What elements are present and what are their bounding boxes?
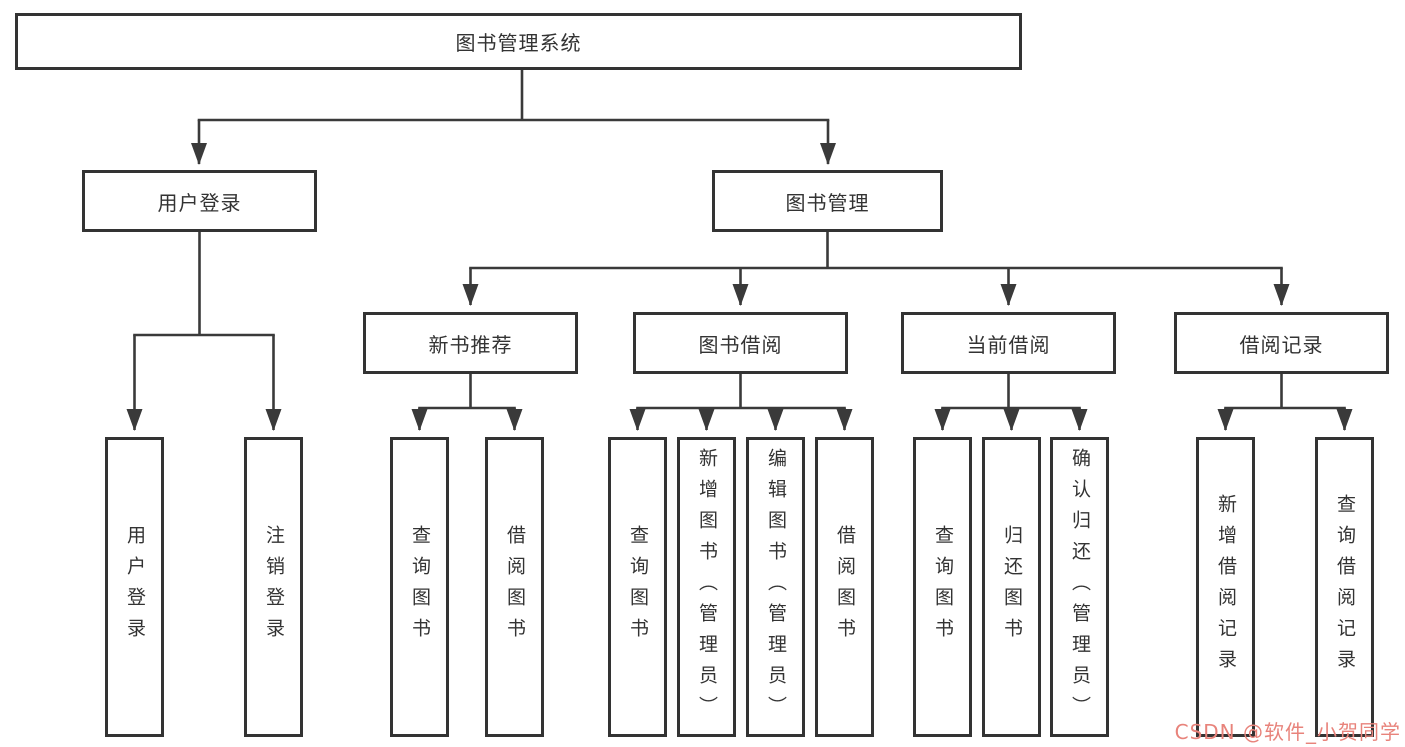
connector-book-borrow — [629, 373, 853, 431]
leaf-query-borrow-record-label: 查询借阅记录 — [1334, 494, 1356, 680]
leaf-borrow-books-label: 借阅图书 — [834, 525, 856, 649]
leaf-borrow-books-recommend: 借阅图书 — [485, 437, 544, 737]
connector-root — [191, 69, 836, 165]
leaf-query-books-recommend-label: 查询图书 — [409, 525, 431, 649]
node-book-borrow-label: 图书借阅 — [698, 332, 783, 357]
node-new-book-recommend-label: 新书推荐 — [428, 332, 513, 357]
node-book-management-label: 图书管理 — [785, 190, 870, 215]
leaf-return-book: 归还图书 — [982, 437, 1041, 737]
leaf-confirm-return-admin: 确认归还（管理员） — [1050, 437, 1109, 737]
node-book-management: 图书管理 — [712, 170, 943, 232]
leaf-logout-label: 注销登录 — [263, 525, 285, 649]
connector-borrow-records — [1217, 373, 1353, 431]
connector-new-book-recommend — [411, 373, 523, 431]
connector-book-management — [462, 231, 1290, 306]
leaf-edit-book-admin-label: 编辑图书（管理员） — [765, 447, 787, 727]
node-current-borrow-label: 当前借阅 — [966, 332, 1051, 357]
leaf-query-books-current-label: 查询图书 — [932, 525, 954, 649]
leaf-edit-book-admin: 编辑图书（管理员） — [746, 437, 805, 737]
leaf-query-borrow-record: 查询借阅记录 — [1315, 437, 1374, 737]
connector-user-login — [126, 231, 282, 431]
leaf-logout: 注销登录 — [244, 437, 303, 737]
leaf-query-books-borrow-label: 查询图书 — [627, 525, 649, 649]
node-borrow-records-label: 借阅记录 — [1239, 332, 1324, 357]
node-root: 图书管理系统 — [15, 13, 1022, 70]
node-current-borrow: 当前借阅 — [901, 312, 1116, 374]
node-user-login: 用户登录 — [82, 170, 317, 232]
leaf-borrow-books: 借阅图书 — [815, 437, 874, 737]
leaf-query-books-current: 查询图书 — [913, 437, 972, 737]
leaf-add-book-admin-label: 新增图书（管理员） — [696, 447, 718, 727]
leaf-borrow-books-recommend-label: 借阅图书 — [504, 525, 526, 649]
node-borrow-records: 借阅记录 — [1174, 312, 1389, 374]
node-user-login-label: 用户登录 — [157, 190, 242, 215]
node-book-borrow: 图书借阅 — [633, 312, 848, 374]
leaf-confirm-return-admin-label: 确认归还（管理员） — [1069, 447, 1091, 727]
leaf-query-books-recommend: 查询图书 — [390, 437, 449, 737]
node-root-label: 图书管理系统 — [455, 31, 582, 55]
leaf-add-borrow-record-label: 新增借阅记录 — [1215, 494, 1237, 680]
leaf-query-books-borrow: 查询图书 — [608, 437, 667, 737]
connector-current-borrow — [934, 373, 1088, 431]
leaf-user-login: 用户登录 — [105, 437, 164, 737]
leaf-add-borrow-record: 新增借阅记录 — [1196, 437, 1255, 737]
leaf-user-login-label: 用户登录 — [124, 525, 146, 649]
node-new-book-recommend: 新书推荐 — [363, 312, 578, 374]
leaf-add-book-admin: 新增图书（管理员） — [677, 437, 736, 737]
leaf-return-book-label: 归还图书 — [1001, 525, 1023, 649]
watermark: CSDN @软件_小贺同学 — [1174, 720, 1401, 744]
